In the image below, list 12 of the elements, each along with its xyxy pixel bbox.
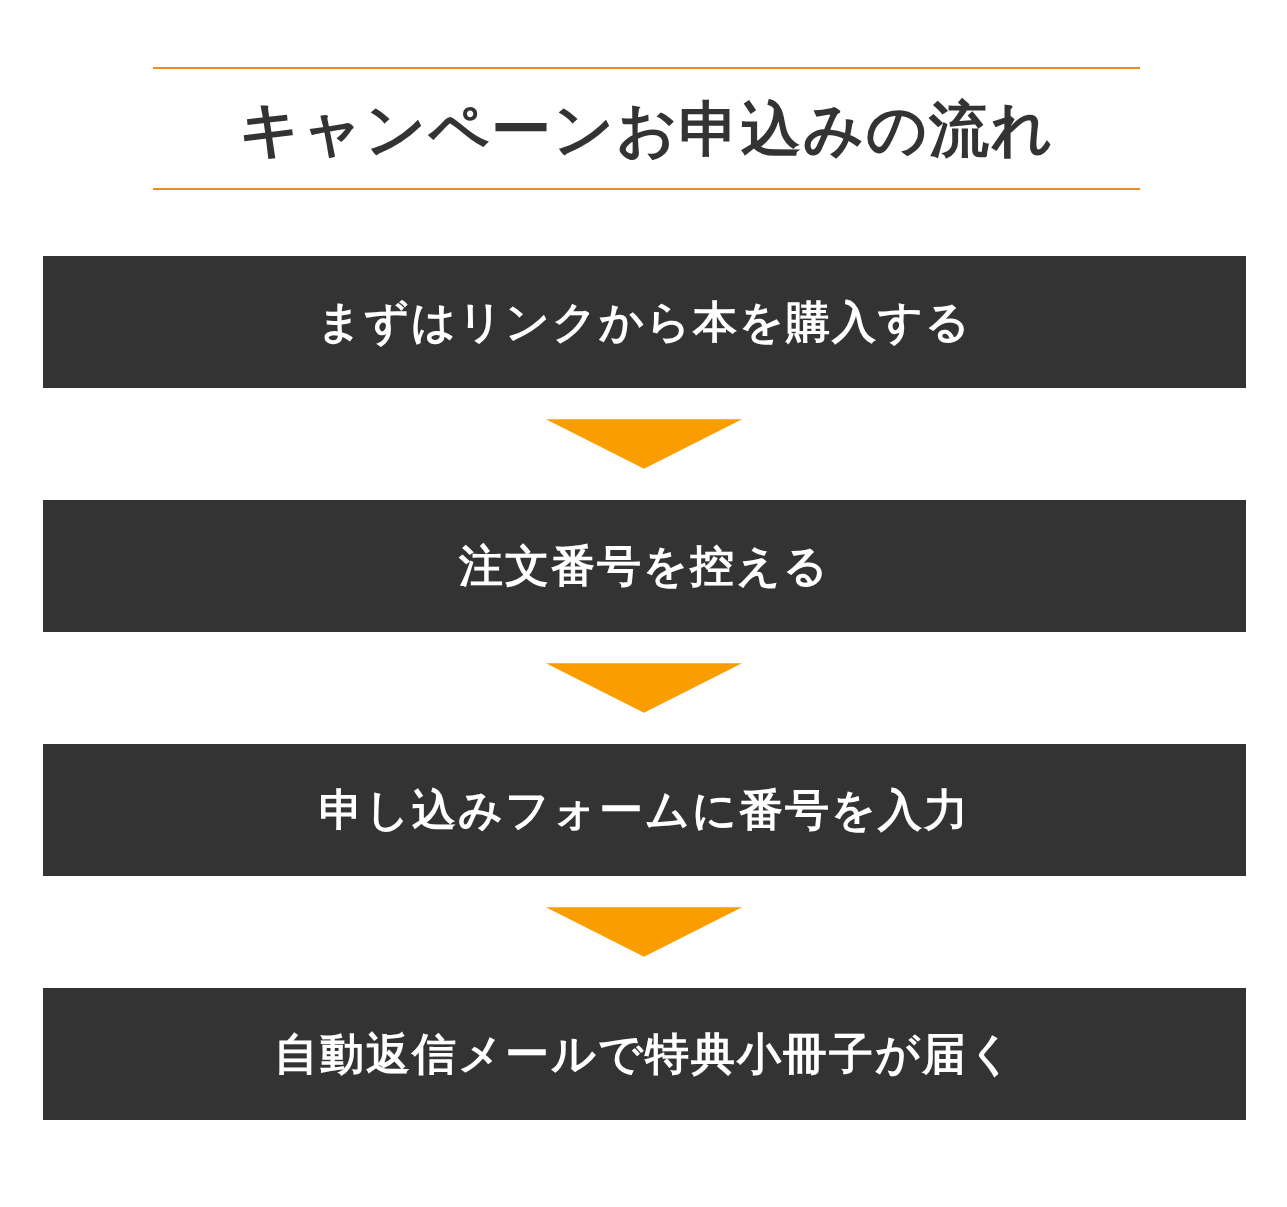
step-box	[43, 256, 1246, 388]
step-text: まずはリンクから本を購入する	[317, 294, 972, 349]
step-text: 注文番号を控える	[459, 538, 830, 593]
title: キャンペーンお申込みの流れ	[238, 92, 1055, 166]
step-text: 自動返信メールで特典小冊子が届く	[274, 1026, 1015, 1081]
step-box	[43, 500, 1246, 632]
arrow	[546, 663, 742, 713]
step-text: 申し込みフォームに番号を入力	[319, 782, 970, 837]
arrow	[546, 907, 742, 957]
step-box	[43, 988, 1246, 1120]
step-box	[43, 744, 1246, 876]
arrow	[546, 419, 742, 469]
